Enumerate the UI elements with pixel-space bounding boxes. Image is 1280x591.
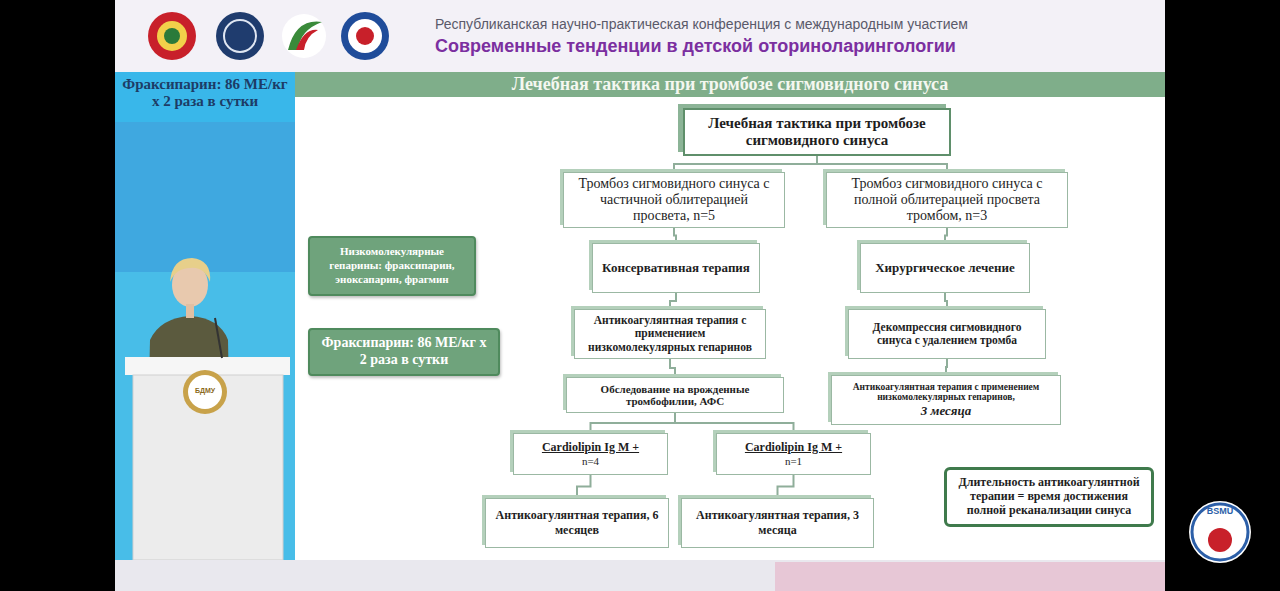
- process-box: Антикоагулянтная терапия с применением н…: [831, 375, 1061, 425]
- box-text: Антикоагулянтная терапия, 6 месяцев: [492, 508, 662, 538]
- box-subtext: 3 месяца: [921, 403, 971, 419]
- box-subtext: n=4: [582, 455, 599, 468]
- slide-title: Лечебная тактика при тромбозе сигмовидно…: [295, 72, 1165, 97]
- process-box: Обследование на врожденные тромбофилии, …: [566, 377, 784, 413]
- box-text: Тромбоз сигмовидного синуса с полной обл…: [833, 176, 1061, 223]
- connector-line: [945, 293, 947, 309]
- logo-text: BSMU: [1200, 506, 1240, 516]
- process-box: Хирургическое лечение: [860, 243, 1030, 293]
- box-text: Тромбоз сигмовидного синуса с частичной …: [570, 176, 778, 223]
- box-subtext: n=1: [785, 455, 802, 468]
- branch-box: Тромбоз сигмовидного синуса с частичной …: [563, 172, 785, 228]
- box-text: Антикоагулянтная терапия, 3 месяца: [688, 508, 867, 538]
- outcome-box: Антикоагулянтная терапия, 3 месяца: [681, 498, 874, 548]
- box-text: Антикоагулянтная терапия с применением н…: [838, 382, 1054, 403]
- box-text: Обследование на врожденные тромбофилии, …: [573, 383, 777, 407]
- connector-line: [674, 156, 817, 172]
- test-result-box: Cardiolipin Ig M +n=4: [513, 433, 668, 475]
- note-box: Низкомолекулярные гепарины: фраксипарин,…: [308, 236, 476, 296]
- test-result-box: Cardiolipin Ig M +n=1: [716, 433, 871, 475]
- connector-line: [591, 413, 676, 433]
- process-box: Декомпрессия сигмовидного синуса с удале…: [848, 309, 1046, 359]
- box-text: Cardiolipin Ig M +: [542, 440, 639, 454]
- overlay-caption: Фраксипарин: 86 МЕ/кг х 2 раза в сутки: [118, 76, 292, 109]
- process-box: Антикоагулянтная терапия с применением н…: [574, 309, 766, 359]
- box-text: Низкомолекулярные гепарины: фраксипарин,…: [318, 245, 466, 286]
- connector-line: [577, 475, 591, 498]
- connector-line: [946, 359, 947, 375]
- connector-line: [817, 156, 947, 172]
- branch-box: Тромбоз сигмовидного синуса с полной обл…: [826, 172, 1068, 228]
- outcome-box: Антикоагулянтная терапия, 6 месяцев: [485, 498, 669, 548]
- connector-line: [670, 293, 676, 309]
- connector-line: [778, 475, 794, 498]
- box-text: Фраксипарин: 86 МЕ/кг х 2 раза в сутки: [318, 335, 490, 369]
- root-box: Лечебная тактика при тромбозе сигмовидно…: [683, 108, 951, 156]
- box-text: Лечебная тактика при тромбозе сигмовидно…: [693, 115, 941, 150]
- box-text: Хирургическое лечение: [875, 260, 1015, 276]
- box-text: Антикоагулянтная терапия с применением н…: [581, 314, 759, 354]
- process-box: Консервативная терапия: [592, 243, 760, 293]
- box-text: Длительность антикоагулянтной терапии = …: [955, 476, 1143, 517]
- connector-line: [675, 413, 794, 433]
- box-text: Декомпрессия сигмовидного синуса с удале…: [855, 321, 1039, 347]
- conference-topic: Современные тенденции в детской оторинол…: [435, 36, 1155, 57]
- podium-logo-text: БДМУ: [190, 387, 220, 394]
- connector-line: [670, 359, 675, 377]
- connector-line: [674, 228, 676, 243]
- conference-name: Республиканская научно-практическая конф…: [435, 16, 1155, 32]
- box-text: Консервативная терапия: [602, 260, 750, 276]
- note-box: Длительность антикоагулянтной терапии = …: [944, 467, 1154, 527]
- box-text: Cardiolipin Ig M +: [745, 440, 842, 454]
- connector-line: [945, 228, 947, 243]
- dose-box: Фраксипарин: 86 МЕ/кг х 2 раза в сутки: [308, 328, 500, 376]
